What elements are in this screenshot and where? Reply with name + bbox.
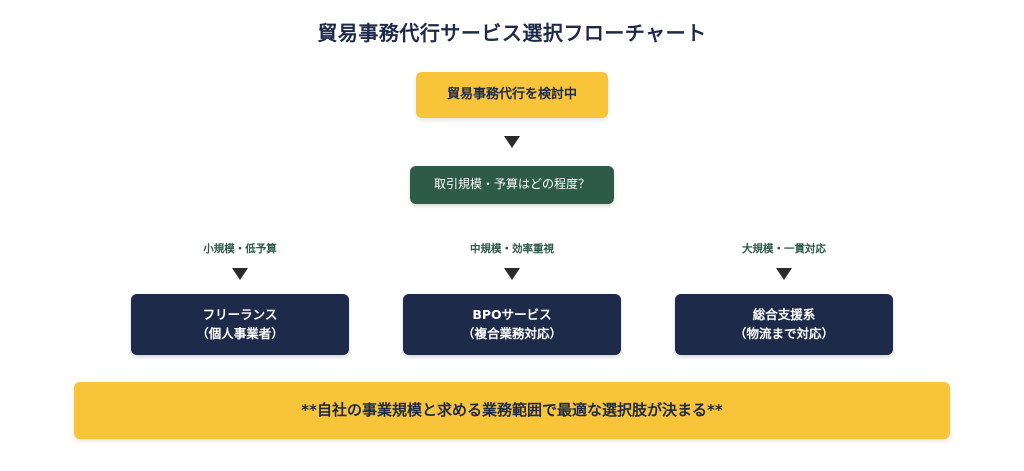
- down-arrow-icon: [504, 136, 520, 148]
- option-title: BPOサービス: [472, 307, 552, 323]
- option-comprehensive: 総合支援系 （物流まで対応）: [675, 294, 893, 355]
- conclusion-banner: **自社の事業規模と求める業務範囲で最適な選択肢が決まる**: [74, 382, 950, 439]
- question-node: 取引規模・予算はどの程度？: [410, 166, 614, 204]
- down-arrow-icon: [232, 268, 248, 280]
- option-bpo: BPOサービス （複合業務対応）: [403, 294, 621, 355]
- page-title: 貿易事務代行サービス選択フローチャート: [317, 21, 707, 45]
- option-subtitle: （複合業務対応）: [461, 325, 562, 341]
- option-title: フリーランス: [202, 307, 278, 323]
- down-arrow-icon: [776, 268, 792, 280]
- option-subtitle: （個人事業者）: [196, 325, 284, 341]
- option-subtitle: （物流まで対応）: [733, 325, 834, 341]
- start-node: 貿易事務代行を検討中: [416, 72, 608, 118]
- branch-label-small: 小規模・低予算: [203, 243, 277, 255]
- option-freelance: フリーランス （個人事業者）: [131, 294, 349, 355]
- down-arrow-icon: [504, 268, 520, 280]
- branch-label-large: 大規模・一貫対応: [742, 243, 826, 255]
- option-title: 総合支援系: [752, 307, 816, 323]
- branch-label-medium: 中規模・効率重視: [470, 243, 554, 255]
